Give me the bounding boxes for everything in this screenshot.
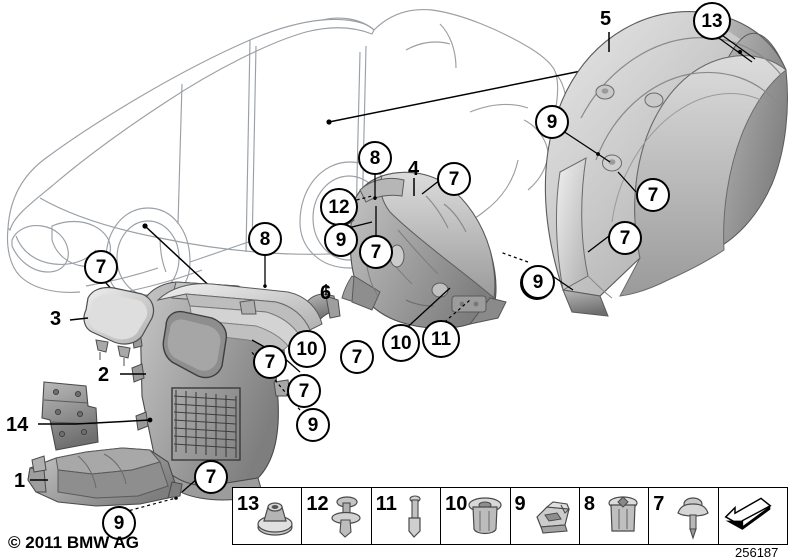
part-4-front-wheelhouse-liner [337,160,529,335]
callout-9-front-liner-right[interactable]: 9 [521,265,555,299]
callout-11-front-liner[interactable]: 11 [422,320,460,358]
callout-10-front-liner[interactable]: 10 [382,324,420,362]
legend-number-11: 11 [375,493,397,515]
part-label-5: 5 [600,8,612,30]
push-in-clip-icon [676,497,709,540]
callout-12-front-liner[interactable]: 12 [320,188,358,226]
callout-7-shield[interactable]: 7 [194,460,228,494]
legend-cell-12[interactable]: 12 [302,488,372,544]
legend-cell-7[interactable]: 7 [649,488,719,544]
callout-7-cover-lower[interactable]: 7 [287,374,321,408]
legend-cell-arrow[interactable] [719,488,787,544]
callout-7-cover-right[interactable]: 7 [253,345,287,379]
part-14-mounting-plate [38,381,153,451]
expansion-nut-grommet-icon [467,497,502,535]
callout-9-cover[interactable]: 9 [296,408,330,442]
expanding-rivet-icon [331,496,361,538]
leader-line-front-arch [142,223,217,293]
legend-cell-9[interactable]: 9 [511,488,580,544]
callout-9-front-liner[interactable]: 9 [324,223,358,257]
callout-10-bracket[interactable]: 10 [288,330,326,368]
part-5-rear-wheelhouse-liner [544,11,788,317]
legend-number-9: 9 [514,493,526,515]
legend-number-13: 13 [237,493,260,515]
callout-9-shield[interactable]: 9 [102,506,136,540]
legend-cell-8[interactable]: 8 [580,488,650,544]
callout-8-cover[interactable]: 8 [248,222,282,256]
diagram-id-number: 256187 [735,545,779,560]
legend-number-8: 8 [583,493,595,515]
part-label-6: 6 [320,282,332,304]
legend-number-12: 12 [306,493,329,515]
hex-nut-with-washer-icon [257,502,293,536]
part-label-14: 14 [6,414,29,436]
threaded-sleeve-nut-icon [608,496,638,532]
callout-7-rear-liner-upper[interactable]: 7 [636,178,670,212]
legend-number-10: 10 [445,493,468,515]
callout-13-rear-liner[interactable]: 13 [693,2,731,40]
pin-rivet-icon [408,495,421,538]
legend-cell-11[interactable]: 11 [372,488,442,544]
legend-cell-10[interactable]: 10 [441,488,511,544]
callout-7-front-liner-top[interactable]: 7 [359,235,393,269]
part-label-4: 4 [408,158,420,180]
part-label-2: 2 [98,364,110,386]
spring-clip-nut-icon [536,501,570,534]
direction-arrow-icon [724,497,772,530]
fastener-legend: 13 12 11 [232,487,788,545]
callout-9-rear-liner-upper[interactable]: 9 [535,105,569,139]
leader-line-rear-arch [326,69,587,125]
callout-7-lid[interactable]: 7 [84,250,118,284]
part-2-wheelhouse-cover [104,240,323,513]
callout-7-rear-liner-lower[interactable]: 7 [608,221,642,255]
callout-7-front-liner-right[interactable]: 7 [437,162,471,196]
copyright-notice: © 2011 BMW AG [8,533,139,552]
part-1-underbody-shield [27,447,183,507]
legend-cell-13[interactable]: 13 [233,488,303,544]
legend-number-7: 7 [653,493,665,515]
part-label-1: 1 [14,470,26,492]
part-label-3: 3 [50,308,62,330]
callout-8-front-liner[interactable]: 8 [358,141,392,175]
callout-7-bracket[interactable]: 7 [340,340,374,374]
part-3-cover-lid [69,286,155,366]
